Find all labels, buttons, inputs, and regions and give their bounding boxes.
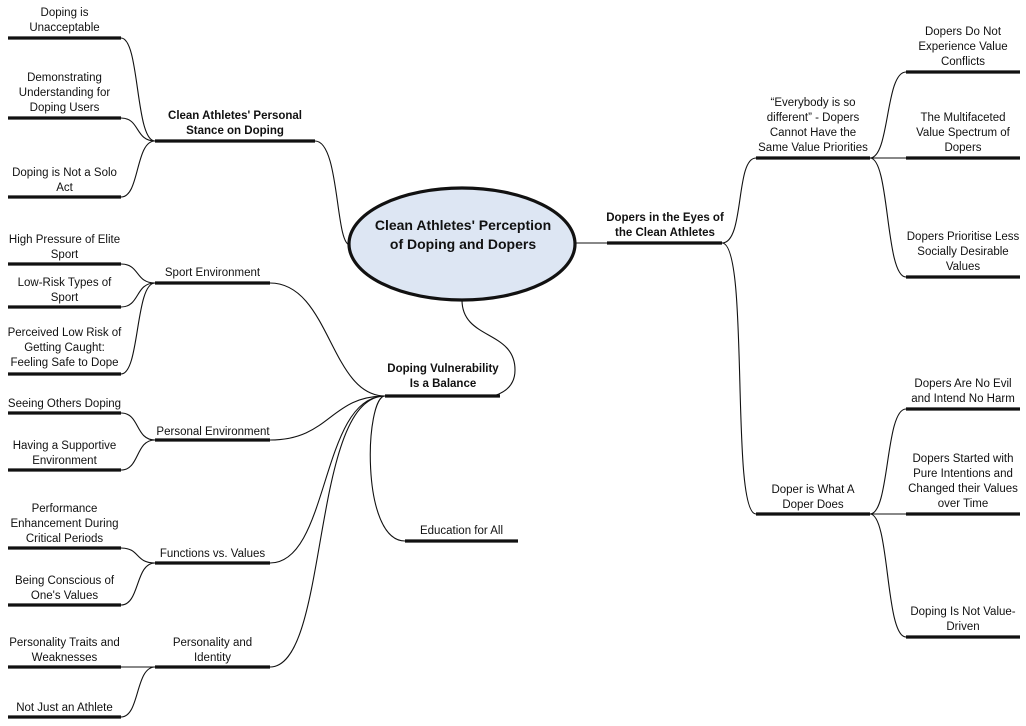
- connector-sport-3: [120, 282, 156, 375]
- connector-functions-1: [120, 547, 156, 564]
- central-node-label: Clean Athletes' Perception of Doping and…: [374, 217, 552, 252]
- doperis-item-2: Dopers Started with Pure Intentions and …: [908, 453, 1018, 510]
- connector-personality-2: [120, 666, 156, 718]
- sport-env-title: Sport Environment: [164, 267, 261, 279]
- doper-is-title: Doper is What A Doper Does: [771, 484, 855, 511]
- functions-title: Functions vs. Values: [159, 548, 266, 560]
- connector-stance-3: [120, 140, 156, 198]
- doperis-item-1: Dopers Are No Evil and Intend No Harm: [911, 378, 1015, 405]
- personal-env-title: Personal Environment: [156, 426, 270, 438]
- connector-functions-2: [120, 562, 156, 606]
- different-item-2: The Multifaceted Value Spectrum of Doper…: [916, 112, 1010, 154]
- connector-stance-2: [120, 117, 156, 142]
- personality-item-1: Personality Traits and Weaknesses: [9, 637, 120, 664]
- connector-vuln-personality: [269, 395, 386, 668]
- connector-vuln-education: [369, 395, 406, 542]
- different-item-1: Dopers Do Not Experience Value Conflicts: [918, 26, 1008, 68]
- connector-doperis-1: [869, 408, 907, 515]
- functions-item-1: Performance Enhancement During Critical …: [10, 503, 119, 545]
- different-item-3: Dopers Prioritise Less Socially Desirabl…: [906, 231, 1020, 273]
- personality-title: Personality and Identity: [172, 637, 253, 664]
- connector-dopers-doperis: [721, 242, 757, 515]
- sport-item-1: High Pressure of Elite Sport: [8, 234, 121, 261]
- stance-title: Clean Athletes' Personal Stance on Dopin…: [168, 110, 302, 137]
- connector-vuln-functions: [269, 395, 386, 564]
- connector-central-vulnerability: [461, 299, 516, 397]
- doperis-item-3: Doping Is Not Value- Driven: [910, 606, 1016, 633]
- connector-sport-1: [120, 263, 156, 284]
- connector-central-stance: [314, 140, 351, 246]
- dopers-title: Dopers in the Eyes of the Clean Athletes: [606, 212, 724, 239]
- functions-item-2: Being Conscious of One's Values: [14, 575, 115, 602]
- connector-personal-2: [120, 439, 156, 471]
- connector-different-3: [869, 157, 907, 278]
- connector-different-1: [869, 71, 907, 159]
- sport-item-3: Perceived Low Risk of Getting Caught: Fe…: [7, 327, 122, 369]
- stance-item-1: Doping is Unacceptable: [29, 7, 100, 34]
- personal-item-2: Having a Supportive Environment: [12, 440, 117, 467]
- connector-sport-2: [120, 282, 156, 308]
- connector-stance-1: [120, 37, 156, 142]
- connector-dopers-different: [721, 157, 757, 244]
- personality-item-2: Not Just an Athlete: [16, 702, 113, 714]
- sport-item-2: Low-Risk Types of Sport: [17, 277, 112, 304]
- education-label: Education for All: [419, 525, 504, 537]
- connector-doperis-3: [869, 513, 907, 638]
- vulnerability-title: Doping Vulnerability Is a Balance: [387, 363, 499, 390]
- stance-item-2: Demonstrating Understanding for Doping U…: [18, 72, 111, 114]
- different-title: “Everybody is so different” - Dopers Can…: [758, 97, 868, 154]
- connector-vuln-personal: [269, 395, 386, 441]
- stance-item-3: Doping is Not a Solo Act: [12, 167, 117, 194]
- personal-item-1: Seeing Others Doping: [7, 398, 122, 410]
- connector-vuln-sport: [269, 282, 386, 397]
- connector-personal-1: [120, 412, 156, 441]
